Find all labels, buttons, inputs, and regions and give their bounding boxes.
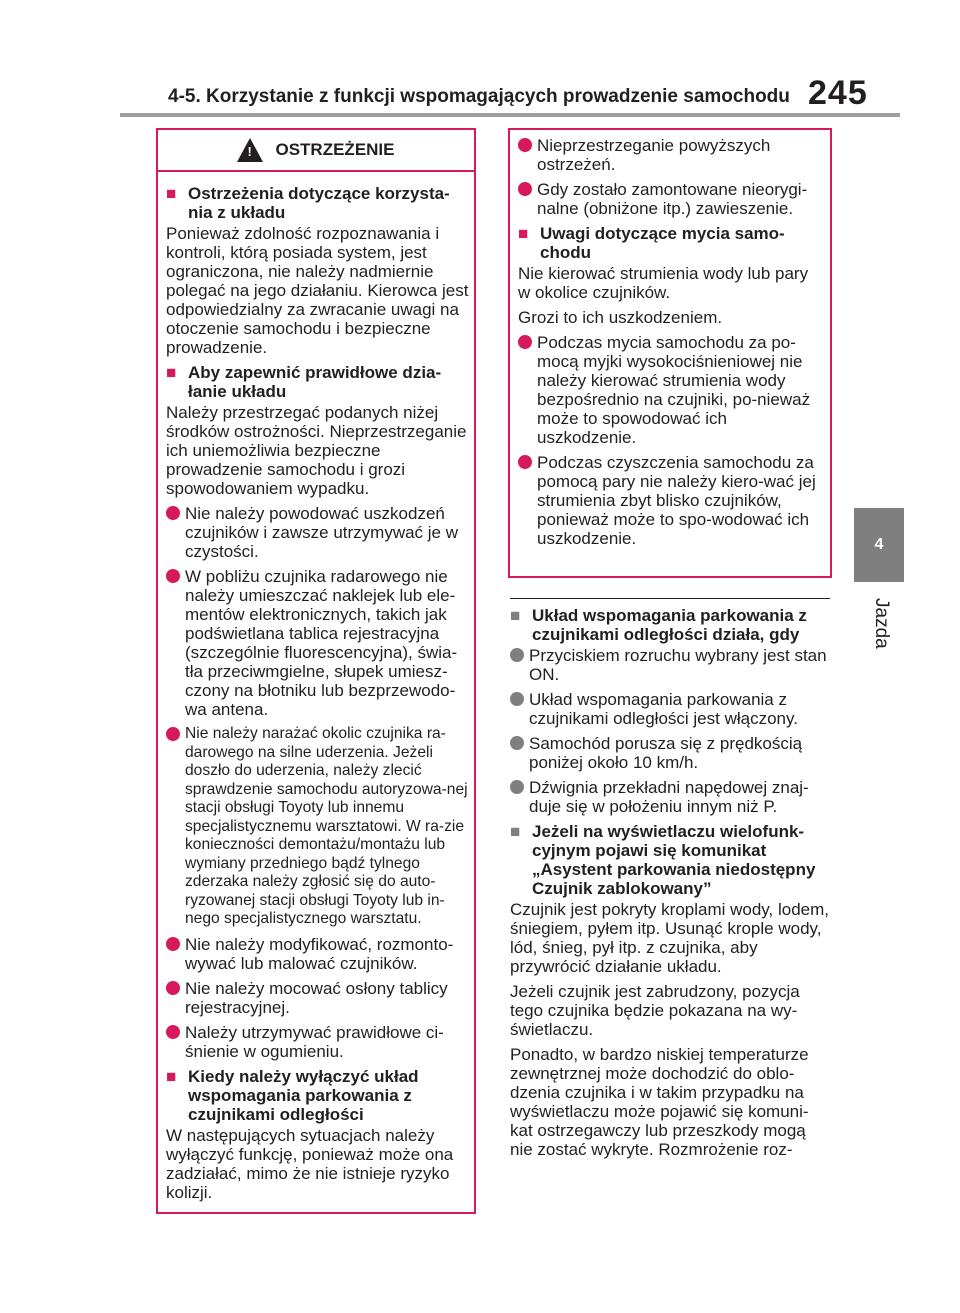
bullet-dot-icon: [166, 980, 180, 995]
bullet-item: Nie należy mocować osłony tablicy rejest…: [166, 979, 470, 1017]
paragraph: Jeżeli czujnik jest zabrudzony, pozycja …: [510, 982, 800, 1039]
section-heading: ■Układ wspomagania parkowania z czujnika…: [510, 606, 807, 644]
bullet-item: Gdy zostało zamontowane nieorygi-nalne (…: [518, 180, 824, 218]
chapter-tab: 4: [854, 508, 904, 582]
paragraph: Czujnik jest pokryty kroplami wody, lode…: [510, 900, 830, 976]
paragraph: Ponadto, w bardzo niskiej temperaturze z…: [510, 1045, 809, 1159]
bullet-item: Nieprzestrzeganie powyższych ostrzeżeń.: [518, 136, 824, 174]
bullet-item: Nie należy powodować uszkodzeń czujników…: [166, 504, 470, 561]
page-number: 245: [808, 74, 868, 112]
warning-content: ■Ostrzeżenia dotyczące korzysta-nia z uk…: [166, 184, 470, 1208]
warning-box-left: ! OSTRZEŻENIE ■Ostrzeżenia dotyczące kor…: [156, 128, 476, 1214]
warning-box-right: Nieprzestrzeganie powyższych ostrzeżeń. …: [508, 128, 832, 578]
section-heading: ■Kiedy należy wyłączyć układ wspomagania…: [166, 1066, 419, 1124]
bullet-item: Samochód porusza się z prędkością poniże…: [510, 734, 830, 772]
paragraph: Ponieważ zdolność rozpoznawania i kontro…: [166, 224, 469, 357]
paragraph: Grozi to ich uszkodzeniem.: [518, 308, 723, 327]
warning-continued-content: Nieprzestrzeganie powyższych ostrzeżeń. …: [518, 136, 824, 554]
bullet-dot-icon: [510, 736, 524, 750]
bullet-item: Nie należy modyfikować, rozmonto-wywać l…: [166, 935, 470, 973]
paragraph: W następujących sytuacjach należy wyłącz…: [166, 1125, 454, 1202]
bullet-item: Dźwignia przekładni napędowej znaj-duje …: [510, 778, 830, 816]
warning-title: OSTRZEŻENIE: [275, 140, 395, 159]
bullet-dot-icon: [166, 1024, 180, 1039]
bullet-item: Podczas mycia samochodu za po-mocą myjki…: [518, 333, 824, 447]
bullet-dot-icon: [510, 648, 524, 662]
bullet-dot-icon: [518, 455, 532, 469]
bullet-dot-icon: [518, 138, 532, 152]
bullet-item: W pobliżu czujnika radarowego nie należy…: [166, 567, 470, 719]
bullet-dot-icon: [518, 182, 532, 196]
bullet-dot-icon: [166, 569, 180, 583]
bullet-item: Przyciskiem rozruchu wybrany jest stan O…: [510, 646, 830, 684]
main-content: ■Układ wspomagania parkowania z czujnika…: [510, 606, 830, 1165]
bullet-item: Podczas czyszczenia samochodu za pomocą …: [518, 453, 824, 548]
paragraph: Nie kierować strumienia wody lub pary w …: [518, 264, 809, 302]
chapter-number: 4: [874, 536, 884, 553]
bullet-item: Układ wspomagania parkowania z czujnikam…: [510, 690, 830, 728]
paragraph: Należy przestrzegać podanych niżej środk…: [166, 403, 467, 498]
bullet-item: Należy utrzymywać prawidłowe ci-śnienie …: [166, 1023, 470, 1061]
bullet-dot-icon: [510, 780, 524, 794]
warning-triangle-icon: !: [237, 138, 264, 162]
section-heading: ■Uwagi dotyczące mycia samo-chodu: [518, 224, 785, 262]
section-divider: [510, 598, 830, 599]
bullet-dot-icon: [510, 692, 524, 706]
section-heading: ■Ostrzeżenia dotyczące korzysta-nia z uk…: [166, 184, 450, 222]
chapter-label: Jazda: [871, 598, 892, 649]
bullet-dot-icon: [518, 335, 532, 349]
warning-header: ! OSTRZEŻENIE: [158, 130, 474, 172]
running-header-title: 4-5. Korzystanie z funkcji wspomagającyc…: [168, 86, 790, 107]
header-rule: [120, 113, 900, 117]
bullet-item: Nie należy narażać okolic czujnika ra-da…: [166, 725, 470, 929]
bullet-dot-icon: [166, 936, 180, 951]
bullet-dot-icon: [166, 727, 180, 741]
bullet-dot-icon: [166, 506, 180, 520]
section-heading: ■Jeżeli na wyświetlaczu wielofunk-cyjnym…: [510, 822, 816, 898]
section-heading: ■Aby zapewnić prawidłowe dzia-łanie ukła…: [166, 363, 442, 401]
